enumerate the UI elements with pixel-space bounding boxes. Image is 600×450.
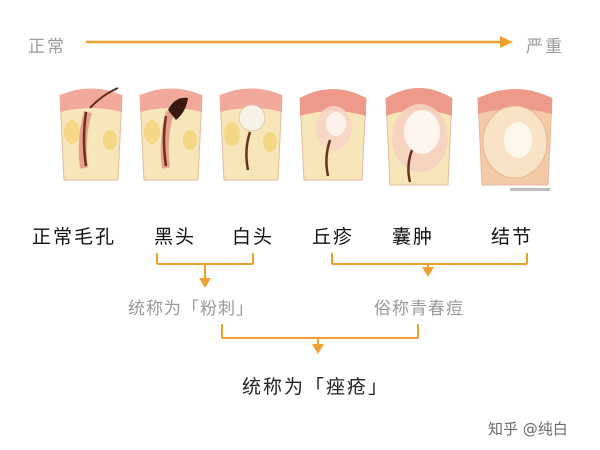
comedone-bracket bbox=[156, 253, 254, 288]
stage-label-normal-pore: 正常毛孔 bbox=[32, 226, 117, 248]
whitehead-illustration bbox=[219, 88, 283, 181]
blackhead-illustration bbox=[139, 88, 203, 181]
nodule-illustration bbox=[477, 89, 553, 191]
severity-start-label: 正常 bbox=[28, 37, 66, 57]
stage-label-nodule: 结节 bbox=[491, 226, 534, 248]
acne-bracket bbox=[221, 324, 419, 354]
pimple-group-label: 俗称青春痘 bbox=[374, 299, 464, 319]
stage-label-cyst: 囊肿 bbox=[392, 226, 435, 248]
stage-label-whitehead: 白头 bbox=[232, 226, 275, 248]
watermark: 知乎 @纯白 bbox=[488, 420, 568, 438]
normal-pore-illustration bbox=[59, 87, 123, 181]
stage-label-blackhead: 黑头 bbox=[154, 226, 197, 248]
comedone-group-label: 统称为「粉刺」 bbox=[128, 299, 254, 319]
stage-label-papule: 丘疹 bbox=[312, 226, 355, 248]
papule-illustration bbox=[299, 89, 367, 181]
severity-end-label: 严重 bbox=[526, 37, 564, 57]
acne-group-label: 统称为「痤疮」 bbox=[242, 376, 390, 398]
pimple-bracket bbox=[331, 253, 528, 277]
severity-arrow bbox=[86, 36, 513, 48]
cyst-illustration bbox=[385, 88, 453, 186]
